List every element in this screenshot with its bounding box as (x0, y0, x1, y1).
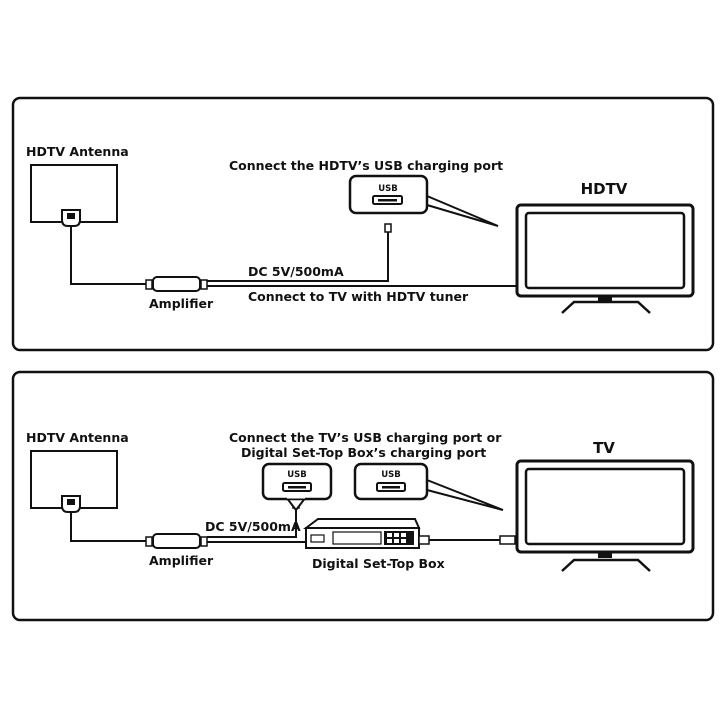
bottom-usb-caption-line1: Connect the TV’s USB charging port or (229, 430, 502, 445)
top-usb-caption: Connect the HDTV’s USB charging port (229, 158, 503, 173)
bottom-antenna-icon (30, 450, 118, 513)
bottom-usb-callout-right (353, 462, 504, 511)
bottom-panel: HDTV Antenna Amplifier DC 5V/500mA (11, 370, 715, 622)
top-usb-callout (348, 174, 499, 227)
bottom-usb-label-left: USB (287, 470, 307, 480)
top-amplifier-icon (145, 276, 208, 292)
top-usb-label: USB (378, 184, 398, 194)
top-amplifier-label: Amplifier (149, 296, 214, 311)
top-tv-icon (515, 203, 695, 314)
bottom-antenna-cable (70, 512, 146, 542)
bottom-panel-frame (11, 370, 715, 622)
top-power-label: DC 5V/500mA (248, 264, 344, 279)
bottom-tv-label: TV (593, 439, 615, 457)
top-antenna-icon (30, 164, 118, 227)
top-antenna-cable (70, 226, 146, 285)
bottom-tv-icon (515, 459, 695, 572)
bottom-amplifier-icon (145, 533, 208, 549)
bottom-tv-plug (499, 535, 516, 545)
bottom-power-label: DC 5V/500mA (205, 519, 301, 534)
bottom-usb-label-right: USB (381, 470, 401, 480)
bottom-usb-callout-left (261, 462, 333, 512)
bottom-antenna-label: HDTV Antenna (26, 430, 129, 445)
top-usb-plug (384, 223, 392, 233)
top-panel: HDTV Antenna Amplifier DC 5V/500mA Conne… (11, 96, 715, 352)
bottom-usb-caption-line2: Digital Set-Top Box’s charging port (241, 445, 486, 460)
set-top-box-icon (303, 518, 430, 549)
bottom-amplifier-label: Amplifier (149, 553, 214, 568)
set-top-box-label: Digital Set-Top Box (312, 556, 445, 571)
top-panel-frame (11, 96, 715, 352)
bottom-power-cable (207, 508, 297, 538)
top-antenna-label: HDTV Antenna (26, 144, 129, 159)
top-tv-connection-label: Connect to TV with HDTV tuner (248, 289, 469, 304)
top-power-cable (207, 232, 389, 282)
top-tv-label: HDTV (581, 180, 628, 198)
